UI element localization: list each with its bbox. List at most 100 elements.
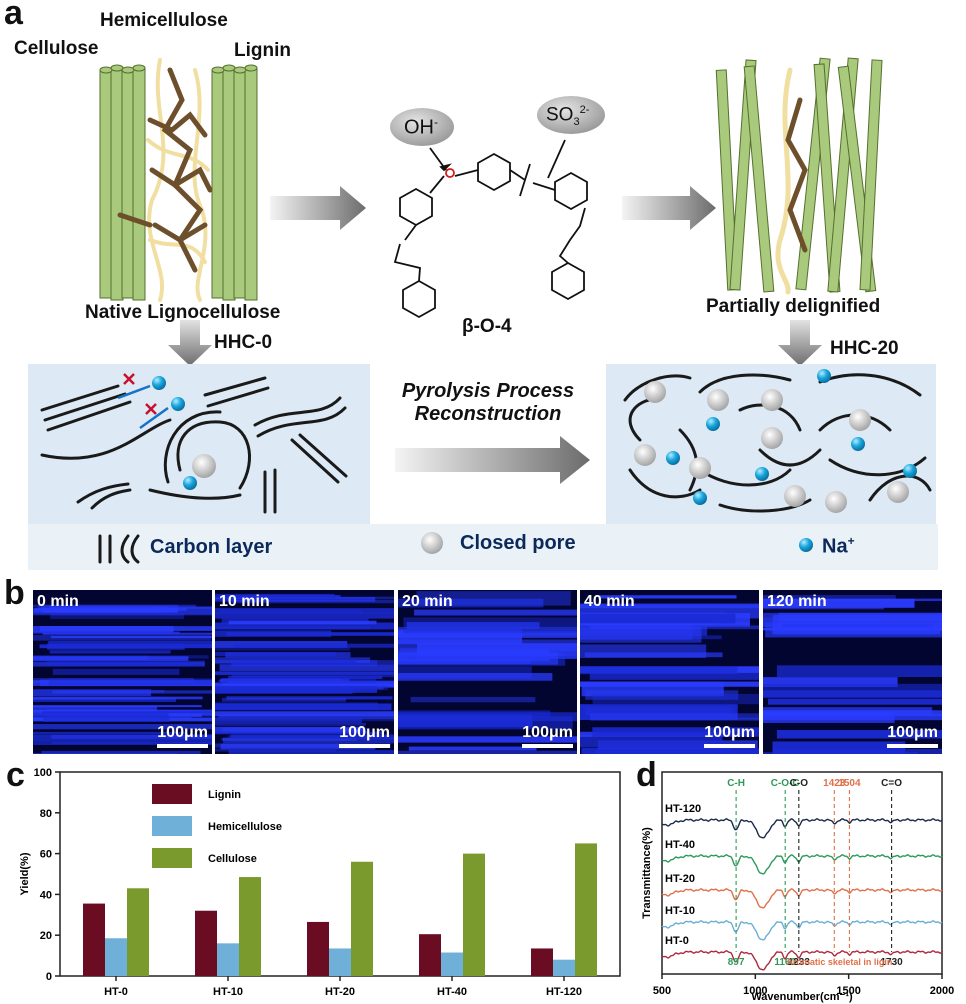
label-hhc20: HHC-20 xyxy=(830,338,899,359)
series-label: HT-40 xyxy=(665,839,695,851)
fiber-streak xyxy=(228,620,377,625)
fiber-streak xyxy=(33,711,169,718)
annotation-label: C-H xyxy=(727,778,745,789)
fiber-streak xyxy=(763,612,942,628)
fiber-streak xyxy=(215,731,384,735)
pyrolysis-arrow xyxy=(395,436,590,484)
y-tick-label: 100 xyxy=(34,767,52,779)
fiber-streak xyxy=(580,666,738,675)
fiber-streak xyxy=(215,702,378,710)
fiber-streak xyxy=(763,606,884,610)
fiber-streak xyxy=(398,750,577,754)
x-tick-label: HT-0 xyxy=(104,986,128,998)
fiber-streak xyxy=(580,604,759,609)
mid-arrows xyxy=(270,186,716,230)
bar-hemicellulose-ht-40 xyxy=(441,952,463,976)
hhc20-pores xyxy=(634,381,909,513)
fiber-streak xyxy=(763,690,942,698)
y-axis-label: Yield(%) xyxy=(19,852,31,895)
fiber-streak xyxy=(398,714,533,728)
legend-closed-pore: Closed pore xyxy=(460,532,576,554)
fiber-streak xyxy=(399,647,550,656)
fiber-streak xyxy=(581,681,724,697)
hhc0-carbon-layers xyxy=(40,376,348,514)
fiber-streak xyxy=(398,710,551,718)
scale-bar: 100μm xyxy=(339,724,390,748)
pore-legend-icon xyxy=(421,532,443,554)
y-tick-label: 40 xyxy=(40,889,52,901)
fiber-streak xyxy=(580,622,750,627)
fiber-streak xyxy=(37,604,179,611)
annotation-label: C-O-C xyxy=(771,778,800,789)
fiber-streak xyxy=(215,687,353,694)
bar-hemicellulose-ht-10 xyxy=(217,943,239,976)
fiber-streak xyxy=(50,613,185,620)
y-tick-label: 0 xyxy=(46,971,52,983)
spectrum-ht-0 xyxy=(661,950,943,971)
bar-cellulose-ht-10 xyxy=(239,877,261,976)
scale-bar-label: 100μm xyxy=(157,724,208,741)
fiber-streak xyxy=(219,609,363,614)
fiber-streak xyxy=(772,748,942,754)
fiber-streak xyxy=(592,693,759,705)
micrograph-time-label: 10 min xyxy=(219,593,270,610)
scale-bar: 100μm xyxy=(522,724,573,748)
aromatic-note: Aromatic skeletal in ligin xyxy=(786,957,892,967)
x-tick-label: 2000 xyxy=(930,985,954,997)
fiber-streak xyxy=(776,730,942,739)
fiber-streak xyxy=(580,734,723,748)
fiber-streak xyxy=(39,626,212,631)
spectrum-ht-120 xyxy=(661,818,943,839)
fiber-streak xyxy=(228,675,383,680)
scale-bar-label: 100μm xyxy=(704,724,755,741)
label-partially-delignified: Partially delignified xyxy=(706,296,881,317)
fiber-streak xyxy=(215,671,392,674)
fiber-streak xyxy=(52,690,212,694)
fiber-streak xyxy=(51,741,212,744)
label-beta-o-4: β-O-4 xyxy=(462,316,512,337)
fiber-streak xyxy=(33,678,194,684)
legend-label: Hemicellulose xyxy=(208,821,282,833)
fiber-streak xyxy=(221,677,376,683)
fiber-streak xyxy=(592,727,759,737)
delignified-fibers xyxy=(715,57,883,293)
cellulose-bundle-left xyxy=(99,64,146,301)
fiber-streak xyxy=(763,595,896,600)
fiber-streak xyxy=(406,622,540,629)
fiber-streak xyxy=(48,678,212,686)
annotation-label: C=O xyxy=(881,778,902,789)
fiber-streak xyxy=(589,672,759,680)
fiber-streak xyxy=(408,746,537,751)
spectrum-ht-40 xyxy=(661,854,943,875)
fiber-streak xyxy=(221,697,347,702)
fiber-streak xyxy=(215,608,394,614)
legend-swatch xyxy=(152,784,192,804)
x-axis-label: Wavenumber(cm⁻¹) xyxy=(751,991,853,1003)
fiber-streak xyxy=(763,598,915,608)
fiber-streak xyxy=(33,696,203,700)
legend-label: Cellulose xyxy=(208,853,257,865)
label-oh: OH- xyxy=(404,115,438,139)
fiber-streak xyxy=(52,668,180,675)
fiber-streak xyxy=(215,593,335,599)
bar-lignin-ht-120 xyxy=(531,948,553,976)
bar-lignin-ht-0 xyxy=(83,903,105,976)
legend-swatch xyxy=(152,848,192,868)
panel-c-letter: c xyxy=(6,756,25,794)
scale-bar-label: 100μm xyxy=(522,724,573,741)
spectrum-ht-20 xyxy=(661,888,943,909)
fiber-streak xyxy=(42,632,212,635)
fiber-streak xyxy=(398,631,577,635)
fiber-streak xyxy=(51,734,212,739)
down-arrows xyxy=(168,320,822,366)
fiber-streak xyxy=(581,748,759,754)
annotation-value: 1730 xyxy=(880,957,903,968)
hhc20-na-ions xyxy=(666,369,917,505)
series-label: HT-10 xyxy=(665,905,695,917)
fiber-streak xyxy=(580,627,702,643)
y-tick-label: 80 xyxy=(40,808,52,820)
sulfite-ion xyxy=(537,96,605,134)
